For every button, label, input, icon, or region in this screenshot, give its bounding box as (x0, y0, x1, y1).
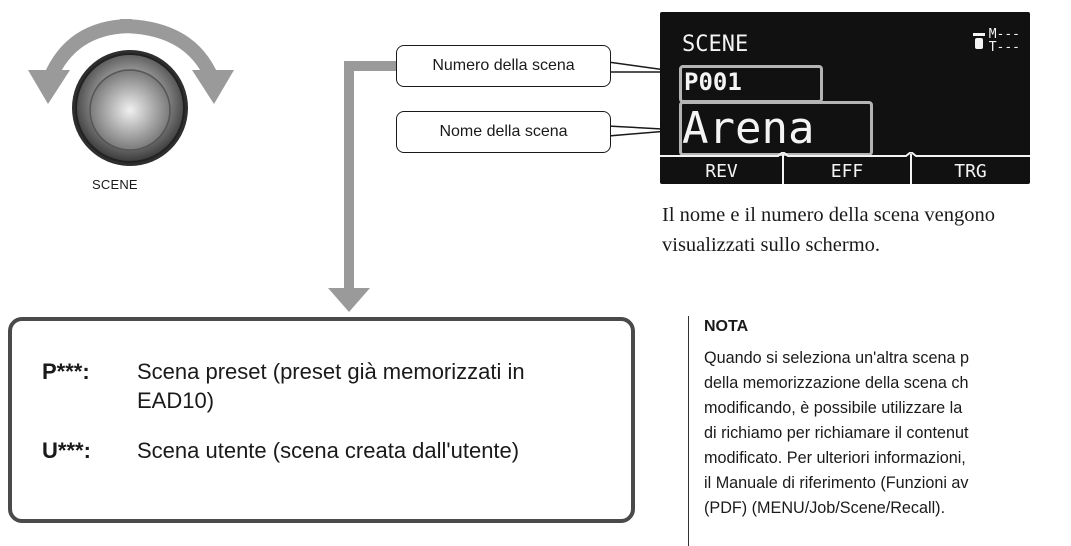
scene-name-highlight (679, 101, 873, 156)
user-scene-description: Scena utente (scena creata dall'utente) (137, 438, 520, 463)
lcd-status-top: M--- (988, 27, 1020, 42)
softkey-trg[interactable]: TRG (954, 161, 987, 182)
down-arrowhead-icon (328, 288, 370, 312)
softkey-tabs (660, 152, 1030, 184)
lcd-status-bottom: T--- (988, 40, 1020, 55)
softkey-eff[interactable]: EFF (830, 161, 864, 182)
softkey-rev[interactable]: REV (705, 161, 738, 182)
scene-name-callout: Nome della scena (396, 111, 611, 153)
lcd-status-indicator: M--- T--- (972, 28, 1020, 54)
preset-scene-description: Scena preset (preset già memorizzati in … (137, 359, 525, 413)
user-scene-entry: U***: Scena utente (scena creata dall'ut… (42, 436, 622, 465)
scene-number-callout: Numero della scena (396, 45, 611, 87)
lcd-screen: SCENE M--- T--- P001 Arena REV EFF TRG (660, 12, 1030, 184)
knob-cap (89, 69, 171, 151)
drum-kit-icon (972, 33, 985, 49)
rotate-right-arrow-icon (119, 19, 219, 81)
lcd-scene-number: P001 (684, 68, 742, 96)
lcd-caption: Il nome e il numero della scena vengono … (662, 204, 996, 256)
lcd-softkey-bar: REV EFF TRG (660, 152, 1030, 184)
scene-types-box: P***: Scena preset (preset già memorizza… (8, 317, 635, 523)
preset-scene-entry: P***: Scena preset (preset già memorizza… (42, 357, 602, 415)
scene-number-callout-label: Numero della scena (432, 57, 575, 74)
rotate-left-arrowhead-icon (28, 70, 70, 104)
rotate-left-arrow-icon (43, 19, 133, 81)
preset-scene-code: P***: (42, 359, 90, 384)
note-title: NOTA (704, 318, 749, 335)
lcd-mode-title: SCENE (682, 32, 749, 57)
knob-label: SCENE (92, 177, 138, 192)
scene-knob-illustration (28, 19, 234, 166)
scene-name-callout-label: Nome della scena (439, 123, 568, 140)
user-scene-code: U***: (42, 438, 91, 463)
note-section: NOTA Quando si seleziona un'altra scena … (688, 316, 1071, 546)
note-body: Quando si seleziona un'altra scena p del… (704, 349, 969, 517)
rotate-right-arrowhead-icon (192, 70, 234, 104)
lcd-scene-name: Arena (682, 103, 815, 154)
